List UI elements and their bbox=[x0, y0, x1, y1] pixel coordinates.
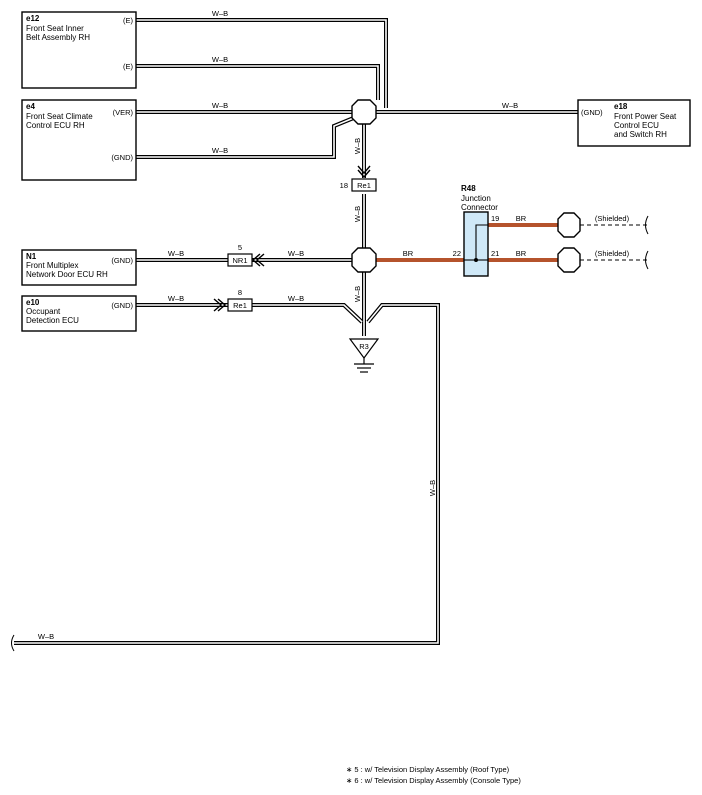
component-labels: e12 Front Seat Inner Belt Assembly RH (E… bbox=[26, 14, 677, 325]
wire-break-left bbox=[11, 634, 15, 652]
e10-pin-gnd: (GND) bbox=[111, 301, 133, 310]
footnote-2: ∗ 6 : w/ Television Display Assembly (Co… bbox=[346, 776, 521, 785]
wire-label-vert-upper: W–B bbox=[353, 138, 362, 154]
junction-pin-22: 22 bbox=[453, 249, 461, 258]
e18-name-1: Front Power Seat bbox=[614, 112, 677, 121]
junction-name-1: Junction bbox=[461, 194, 491, 203]
n1-name-1: Front Multiplex bbox=[26, 261, 78, 270]
inline-connectors bbox=[227, 178, 377, 312]
e4-pin-ver: (VER) bbox=[113, 108, 134, 117]
re1-lower-box bbox=[227, 298, 253, 312]
nr1-pin: 5 bbox=[238, 243, 242, 252]
shielded-labels: (Shielded) (Shielded) bbox=[595, 214, 630, 258]
e18-name-3: and Switch RH bbox=[614, 130, 667, 139]
wire-label-br-19: BR bbox=[516, 214, 527, 223]
re1-lower-label: Re1 bbox=[233, 301, 247, 310]
junction-code: R48 bbox=[461, 184, 476, 193]
footnotes: ∗ 5 : w/ Television Display Assembly (Ro… bbox=[346, 765, 521, 785]
e4-box bbox=[21, 99, 137, 181]
chevron-right-icon bbox=[213, 298, 227, 312]
footnote-1: ∗ 5 : w/ Television Display Assembly (Ro… bbox=[346, 765, 510, 774]
wire-label-re1-lower: W–B bbox=[288, 294, 304, 303]
wire-label-vert-lower: W–B bbox=[353, 286, 362, 302]
wire-label-br-main: BR bbox=[403, 249, 414, 258]
splice-middle bbox=[351, 247, 377, 273]
e12-name-2: Belt Assembly RH bbox=[26, 33, 90, 42]
wire-label-n1: W–B bbox=[168, 249, 184, 258]
shield-ends bbox=[11, 215, 649, 652]
wire-label-e4-ver: W–B bbox=[212, 101, 228, 110]
shielded-lines bbox=[580, 224, 648, 261]
re1-lower-pin: 8 bbox=[238, 288, 242, 297]
ground-symbol bbox=[348, 338, 380, 373]
e10-code: e10 bbox=[26, 298, 40, 307]
wire-label-vert-mid: W–B bbox=[353, 206, 362, 222]
junction-pin-21: 21 bbox=[491, 249, 499, 258]
nr1-box bbox=[227, 253, 253, 267]
e4-name-1: Front Seat Climate bbox=[26, 112, 93, 121]
chevron-down-icon bbox=[357, 165, 371, 179]
wire-label-e4-gnd: W–B bbox=[212, 146, 228, 155]
e4-code: e4 bbox=[26, 102, 35, 111]
n1-name-2: Network Door ECU RH bbox=[26, 270, 108, 279]
br-wires bbox=[376, 223, 558, 262]
n1-code: N1 bbox=[26, 252, 37, 261]
e12-pin-1: (E) bbox=[123, 16, 134, 25]
e10-name-2: Detection ECU bbox=[26, 316, 79, 325]
wire-label-bottom: W–B bbox=[38, 632, 54, 641]
splices bbox=[351, 99, 581, 273]
wire-label-e10: W–B bbox=[168, 294, 184, 303]
re1-upper-box bbox=[351, 178, 377, 192]
wire-color-labels: W–B W–B W–B W–B W–B W–B W–B W–B W–B W–B … bbox=[38, 9, 527, 641]
e18-code: e18 bbox=[614, 102, 628, 111]
wire-label-e12-2: W–B bbox=[212, 55, 228, 64]
wb-wires bbox=[14, 18, 578, 645]
e18-box bbox=[577, 99, 691, 147]
splice-upper bbox=[351, 99, 377, 125]
wire-label-e18: W–B bbox=[502, 101, 518, 110]
re1-upper-label: Re1 bbox=[357, 181, 371, 190]
junction-labels: R48 Junction Connector 19 21 22 bbox=[453, 184, 500, 258]
e4-name-2: Control ECU RH bbox=[26, 121, 85, 130]
wire-label-nr1: W–B bbox=[288, 249, 304, 258]
n1-box bbox=[21, 249, 137, 286]
junction-name-2: Connector bbox=[461, 203, 498, 212]
n1-pin-gnd: (GND) bbox=[111, 256, 133, 265]
shield-splice-19 bbox=[557, 212, 581, 238]
chevrons bbox=[213, 165, 371, 312]
wire-label-br-21: BR bbox=[516, 249, 527, 258]
shielded-label-1: (Shielded) bbox=[595, 214, 630, 223]
junction-dot bbox=[474, 258, 478, 262]
e18-name-2: Control ECU bbox=[614, 121, 659, 130]
junction-pin-19: 19 bbox=[491, 214, 499, 223]
ground-label: R3 bbox=[359, 342, 369, 351]
e18-pin-gnd: (GND) bbox=[581, 108, 603, 117]
shielded-label-2: (Shielded) bbox=[595, 249, 630, 258]
shield-splice-21 bbox=[557, 247, 581, 273]
re1-upper-pin: 18 bbox=[340, 181, 348, 190]
e10-name-1: Occupant bbox=[26, 307, 61, 316]
component-boxes bbox=[21, 11, 691, 332]
nr1-label: NR1 bbox=[232, 256, 247, 265]
e12-name-1: Front Seat Inner bbox=[26, 24, 84, 33]
connector-labels: 18 Re1 5 NR1 8 Re1 bbox=[232, 181, 370, 310]
wire-label-e12-1: W–B bbox=[212, 9, 228, 18]
e4-pin-gnd: (GND) bbox=[111, 153, 133, 162]
chevron-left-icon bbox=[251, 253, 265, 267]
e12-box bbox=[21, 11, 137, 89]
e12-pin-2: (E) bbox=[123, 62, 134, 71]
wire-label-vert-right: W–B bbox=[428, 480, 437, 496]
e10-box bbox=[21, 295, 137, 332]
e12-code: e12 bbox=[26, 14, 40, 23]
